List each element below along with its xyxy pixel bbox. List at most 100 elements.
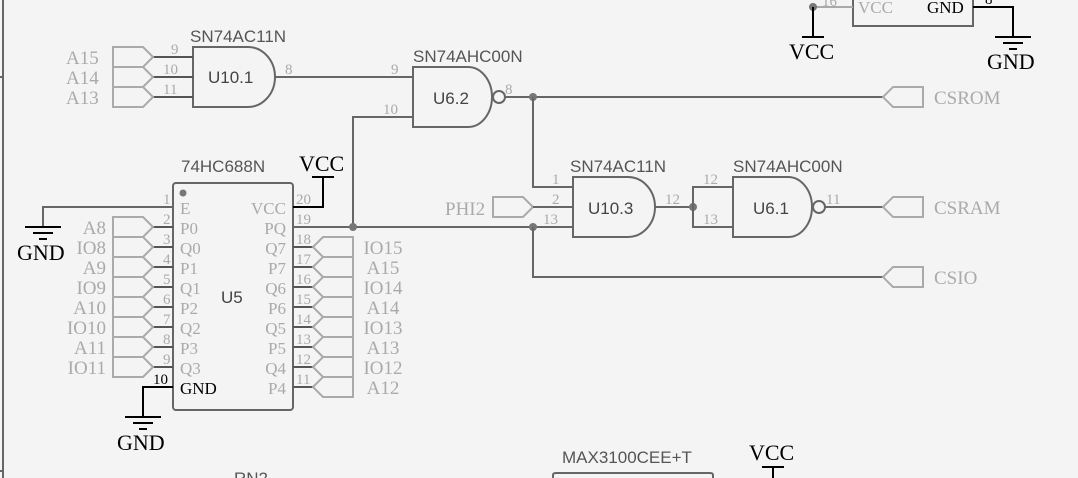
port-a15[interactable]: A15 (311, 256, 400, 279)
port-a14[interactable]: A14 (66, 66, 155, 89)
wire (973, 6, 1014, 37)
pin-number: 10 (153, 372, 168, 388)
net-label: A11 (74, 338, 106, 359)
pin-number: 18 (296, 232, 311, 248)
port-shape (311, 296, 354, 318)
pin-name: Q7 (265, 239, 286, 258)
port-shape (311, 336, 354, 358)
port-shape (112, 256, 155, 278)
resistor-network-rn2[interactable]: RN2 (234, 469, 268, 478)
port-io9[interactable]: IO9 (76, 276, 155, 299)
net-label: IO13 (363, 318, 402, 339)
pin-number: 12 (296, 352, 311, 368)
net-label: A14 (66, 68, 99, 89)
net-label: A8 (83, 218, 106, 239)
pin-name: Q6 (265, 279, 286, 298)
pin-name: GND (180, 379, 217, 398)
pin-number: 9 (171, 42, 179, 58)
pin-number: 3 (163, 232, 171, 248)
wire (293, 177, 324, 208)
gate-u10-1[interactable]: SN74AC11N U10.1 9 10 11 8 (163, 27, 293, 108)
pin-name: P4 (268, 379, 286, 398)
port-shape (311, 356, 354, 378)
port-shape (311, 236, 354, 258)
pin-number: 5 (163, 272, 171, 288)
net-label: IO11 (68, 358, 106, 379)
wire (532, 227, 883, 278)
pin-number: 8 (985, 0, 993, 8)
port-a11[interactable]: A11 (74, 336, 155, 359)
port-io15[interactable]: IO15 (311, 236, 403, 259)
port-shape (112, 336, 155, 358)
wire (42, 206, 173, 227)
pin-number: 14 (296, 312, 312, 328)
net-label: IO10 (67, 318, 106, 339)
port-a10[interactable]: A10 (73, 296, 155, 319)
gnd-symbol: GND (17, 226, 65, 265)
pin-number: 8 (163, 332, 171, 348)
wire (142, 386, 173, 417)
net-label: CSROM (934, 88, 1001, 109)
pin-number: 1 (163, 192, 171, 208)
port-csram[interactable]: CSRAM (881, 196, 1001, 219)
port-a15[interactable]: A15 (66, 46, 155, 69)
port-a9[interactable]: A9 (83, 256, 155, 279)
component-value: SN74AHC00N (413, 47, 523, 66)
ic-max3100[interactable]: MAX3100CEE+T (552, 448, 714, 478)
pin-number: 2 (163, 212, 171, 228)
vcc-label: VCC (749, 440, 794, 465)
pin-name: Q4 (265, 359, 286, 378)
port-shape (112, 216, 155, 238)
net-label: A9 (83, 258, 106, 279)
port-io8[interactable]: IO8 (76, 236, 155, 259)
port-phi2[interactable]: PHI2 (445, 196, 535, 220)
port-shape (311, 316, 354, 338)
port-a8[interactable]: A8 (83, 216, 155, 239)
gate-u6-2[interactable]: SN74AHC00N U6.2 9 10 8 (383, 47, 523, 128)
junction-dot (349, 223, 357, 231)
port-io10[interactable]: IO10 (67, 316, 155, 339)
net-label: A13 (66, 88, 99, 109)
net-label: IO14 (363, 278, 403, 299)
net-label: A15 (66, 48, 99, 69)
pin-number: 9 (163, 352, 171, 368)
pin-number: 11 (826, 192, 840, 208)
gnd-symbol: GND (987, 36, 1035, 74)
vcc-symbol: VCC (299, 151, 344, 178)
port-a13[interactable]: A13 (311, 336, 399, 359)
wire (692, 186, 733, 228)
port-a14[interactable]: A14 (311, 296, 400, 319)
port-io12[interactable]: IO12 (311, 356, 403, 379)
net-label: IO8 (76, 238, 106, 259)
port-shape (112, 276, 155, 298)
gate-u10-3[interactable]: SN74AC11N U10.3 1 2 13 12 (543, 157, 680, 238)
component-value: MAX3100CEE+T (562, 448, 692, 467)
u5-right-pins: 20VCC19PQ18Q717P716Q615P614Q513P512Q411P… (251, 192, 313, 398)
pin-name: Q5 (265, 319, 286, 338)
pin-name: P3 (180, 339, 198, 358)
net-label: A14 (367, 298, 400, 319)
port-csrom[interactable]: CSROM (881, 86, 1001, 109)
port-a13[interactable]: A13 (66, 86, 155, 109)
top-right-ic[interactable]: VCC GND 16 8 (822, 0, 993, 27)
port-io13[interactable]: IO13 (311, 316, 403, 339)
port-io14[interactable]: IO14 (311, 276, 403, 299)
gate-u6-1[interactable]: SN74AHC00N U6.1 12 13 11 (703, 157, 843, 238)
port-a12[interactable]: A12 (311, 376, 399, 399)
component-value: 74HC688N (181, 157, 265, 176)
pin-number: 13 (543, 212, 558, 228)
ic-pin-name: VCC (858, 0, 893, 17)
port-shape (311, 256, 354, 278)
pin-name: VCC (251, 199, 286, 218)
port-io11[interactable]: IO11 (68, 356, 155, 379)
port-csio[interactable]: CSIO (881, 266, 977, 289)
pin-number: 16 (822, 0, 838, 10)
net-label: A15 (367, 258, 400, 279)
port-shape (112, 296, 155, 318)
vcc-symbol: VCC (789, 36, 834, 64)
gnd-symbol: GND (117, 416, 165, 455)
